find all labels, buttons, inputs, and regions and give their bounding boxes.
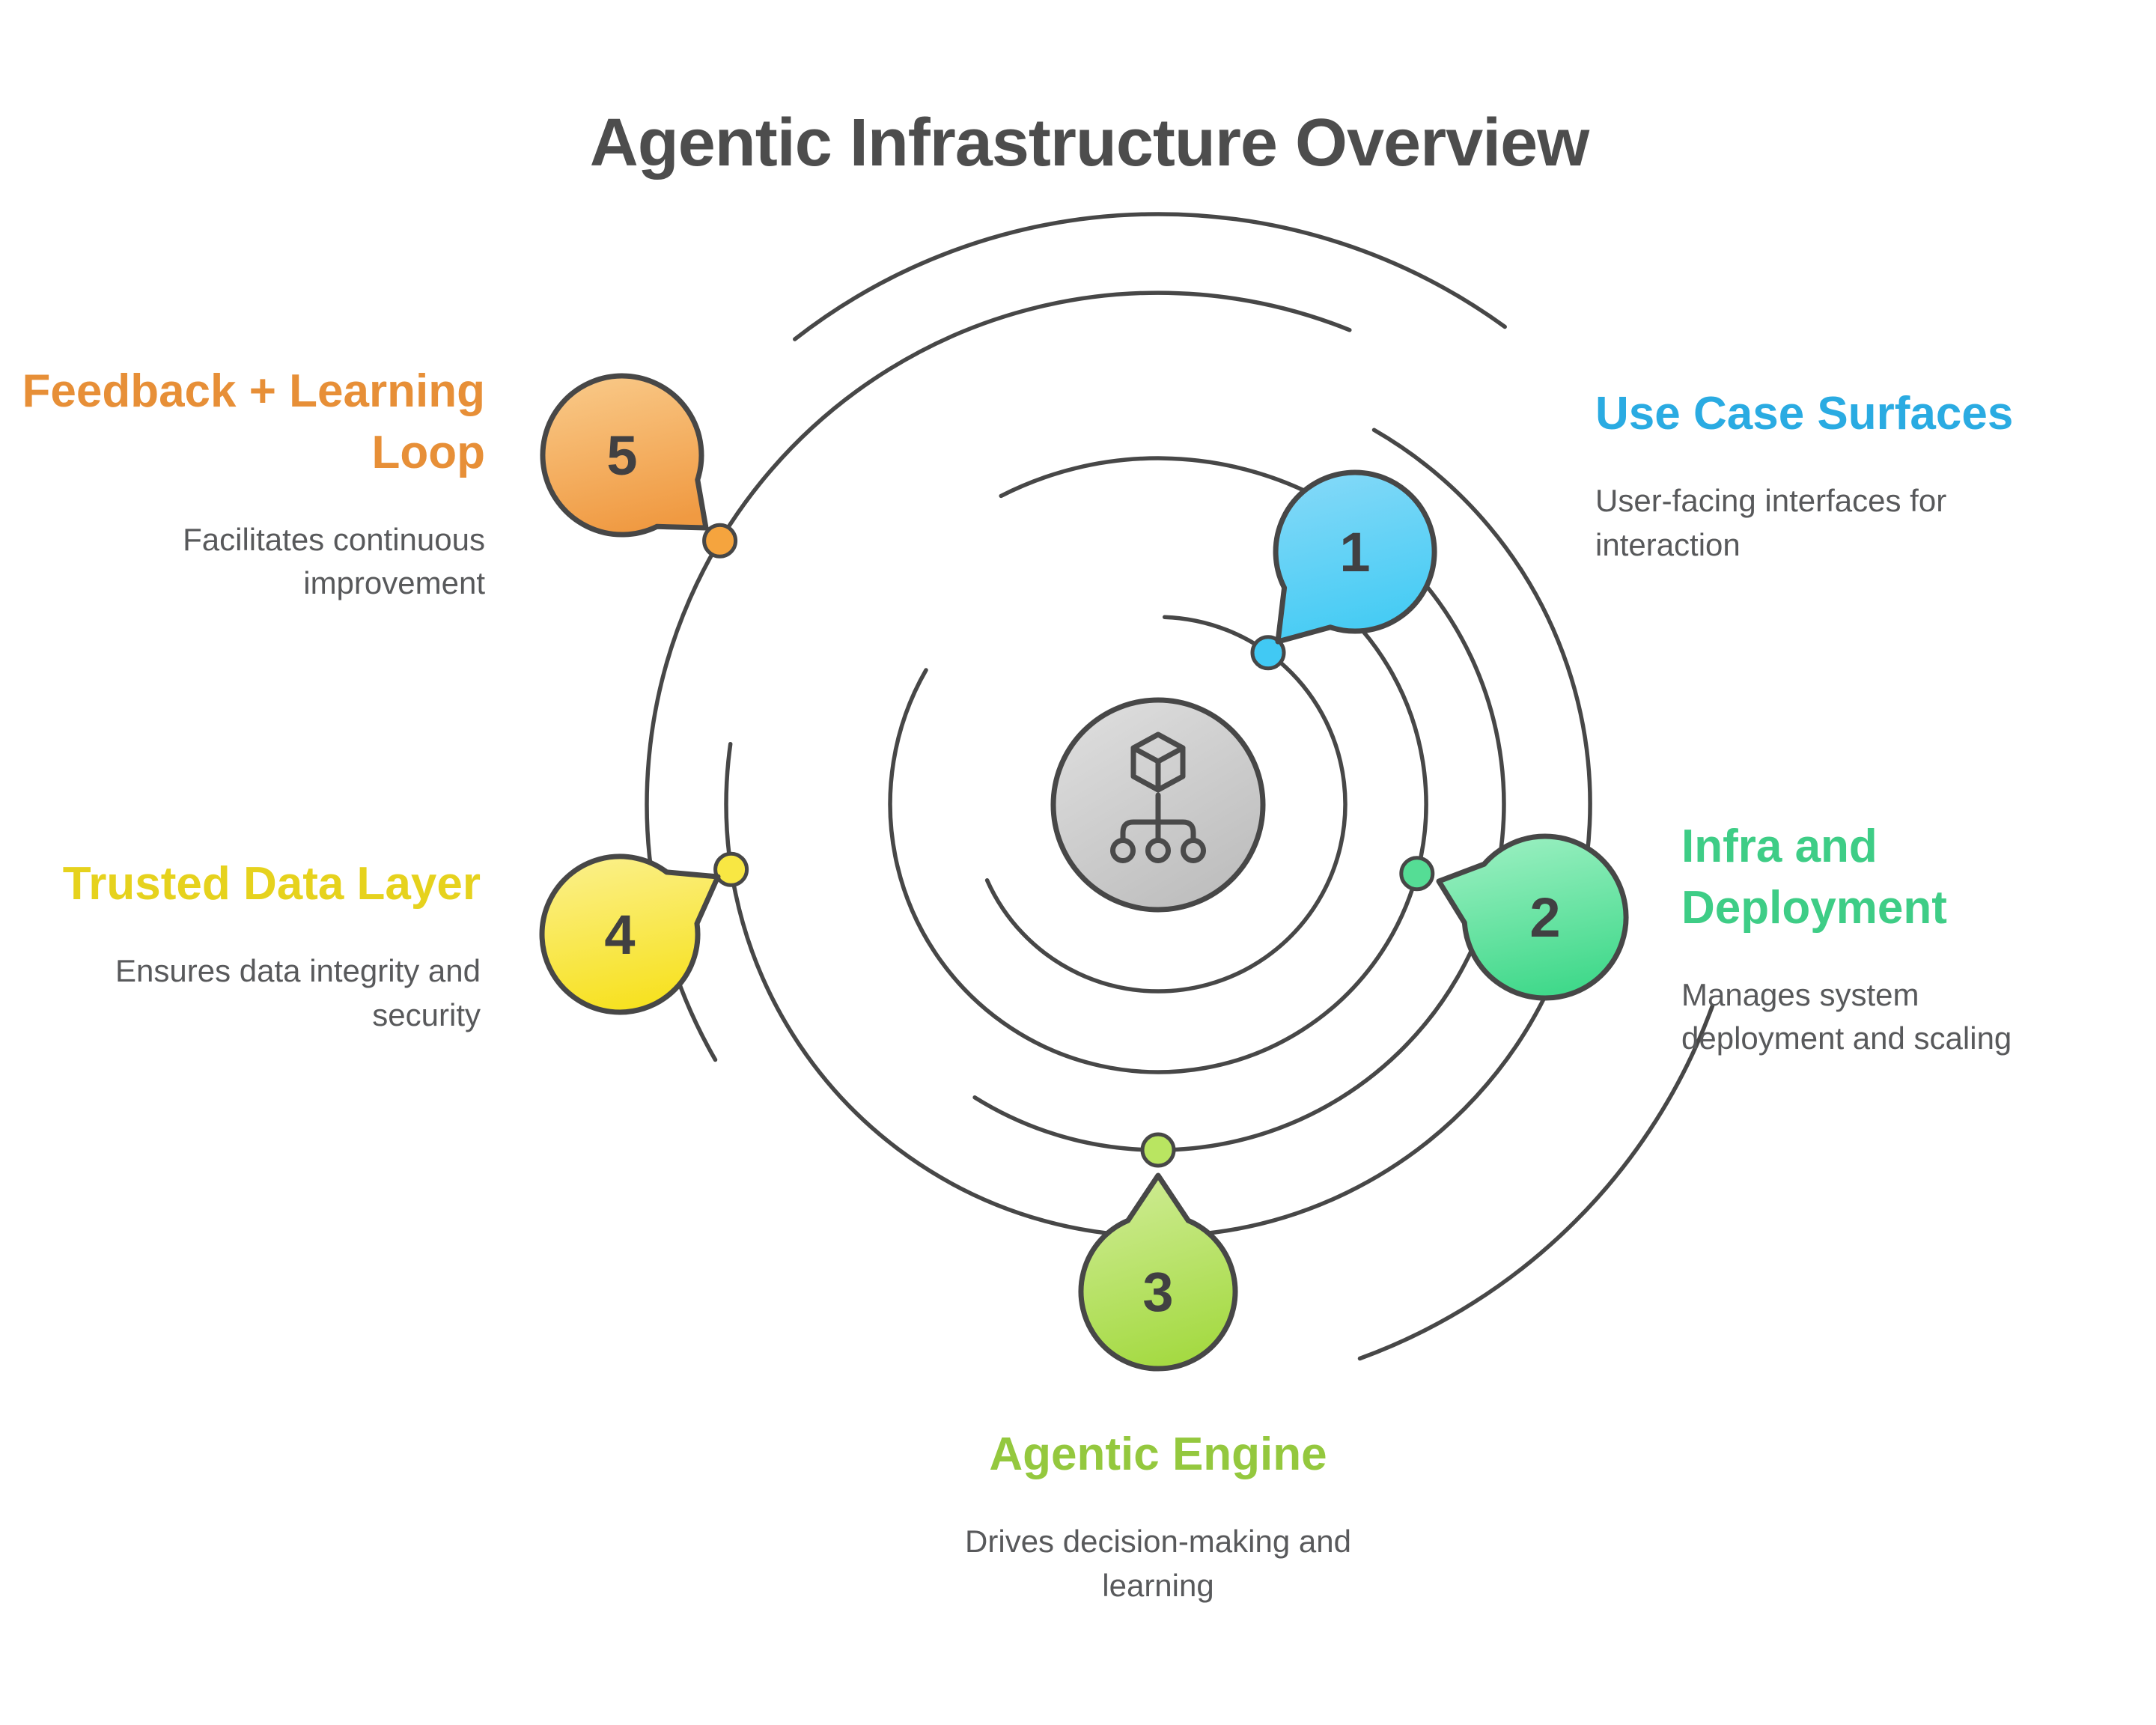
step-5-description: Facilitates continuous improvement <box>183 521 485 601</box>
step-3-description: Drives decision-making and learning <box>965 1523 1351 1603</box>
step-1-textblock: Use Case Surfaces User-facing interfaces… <box>1595 383 2059 567</box>
orbit-arc-5 <box>645 290 1352 1062</box>
step-4-textblock: Trusted Data Layer Ensures data integrit… <box>16 854 481 1037</box>
orbit-arc-3 <box>972 456 1506 1152</box>
step-2-description: Manages system deployment and scaling <box>1681 976 2012 1056</box>
bubble-3 <box>1078 1172 1238 1372</box>
bubble-5 <box>540 373 709 538</box>
step-2-heading: Infra and Deployment <box>1681 821 1947 934</box>
step-5-textblock: Feedback + Learning Loop Facilitates con… <box>21 361 486 606</box>
step-4-heading: Trusted Data Layer <box>62 858 481 910</box>
bubble-1-number: 1 <box>1339 521 1370 583</box>
orbit-arc-4 <box>724 428 1592 1238</box>
orbit-dots <box>702 523 1435 1168</box>
orbit-dot-4 <box>713 851 749 887</box>
bubble-3-number: 3 <box>1142 1261 1173 1323</box>
orbit-dot-3 <box>1140 1132 1176 1168</box>
step-2-textblock: Infra and Deployment Manages system depl… <box>1681 816 2041 1061</box>
step-1-description: User-facing interfaces for interaction <box>1595 482 1947 562</box>
center-hub <box>1050 697 1266 913</box>
step-bubbles <box>539 373 1629 1372</box>
step-3-textblock: Agentic Engine Drives decision-making an… <box>851 1424 1465 1607</box>
hierarchy-cube-icon <box>1110 731 1206 863</box>
page-title: Agentic Infrastructure Overview <box>589 106 1589 180</box>
bubble-2 <box>1436 833 1629 1001</box>
orbit-dot-2 <box>1399 856 1435 892</box>
step-4-description: Ensures data integrity and security <box>115 952 481 1032</box>
orbit-dot-1 <box>1250 635 1286 671</box>
orbit-arc-2 <box>888 596 1428 1074</box>
bubble-4 <box>539 854 721 1015</box>
bubble-4-number: 4 <box>604 904 635 966</box>
step-3-heading: Agentic Engine <box>989 1429 1327 1480</box>
bubble-1 <box>1273 469 1437 645</box>
step-5-heading: Feedback + Learning Loop <box>22 365 486 478</box>
orbit-arc-6 <box>793 212 1507 341</box>
orbit-dot-5 <box>702 523 738 559</box>
bubble-2-number: 2 <box>1529 886 1560 949</box>
step-1-heading: Use Case Surfaces <box>1595 388 2014 439</box>
orbit-arc-7 <box>1357 1003 1715 1361</box>
bubble-5-number: 5 <box>606 425 637 487</box>
